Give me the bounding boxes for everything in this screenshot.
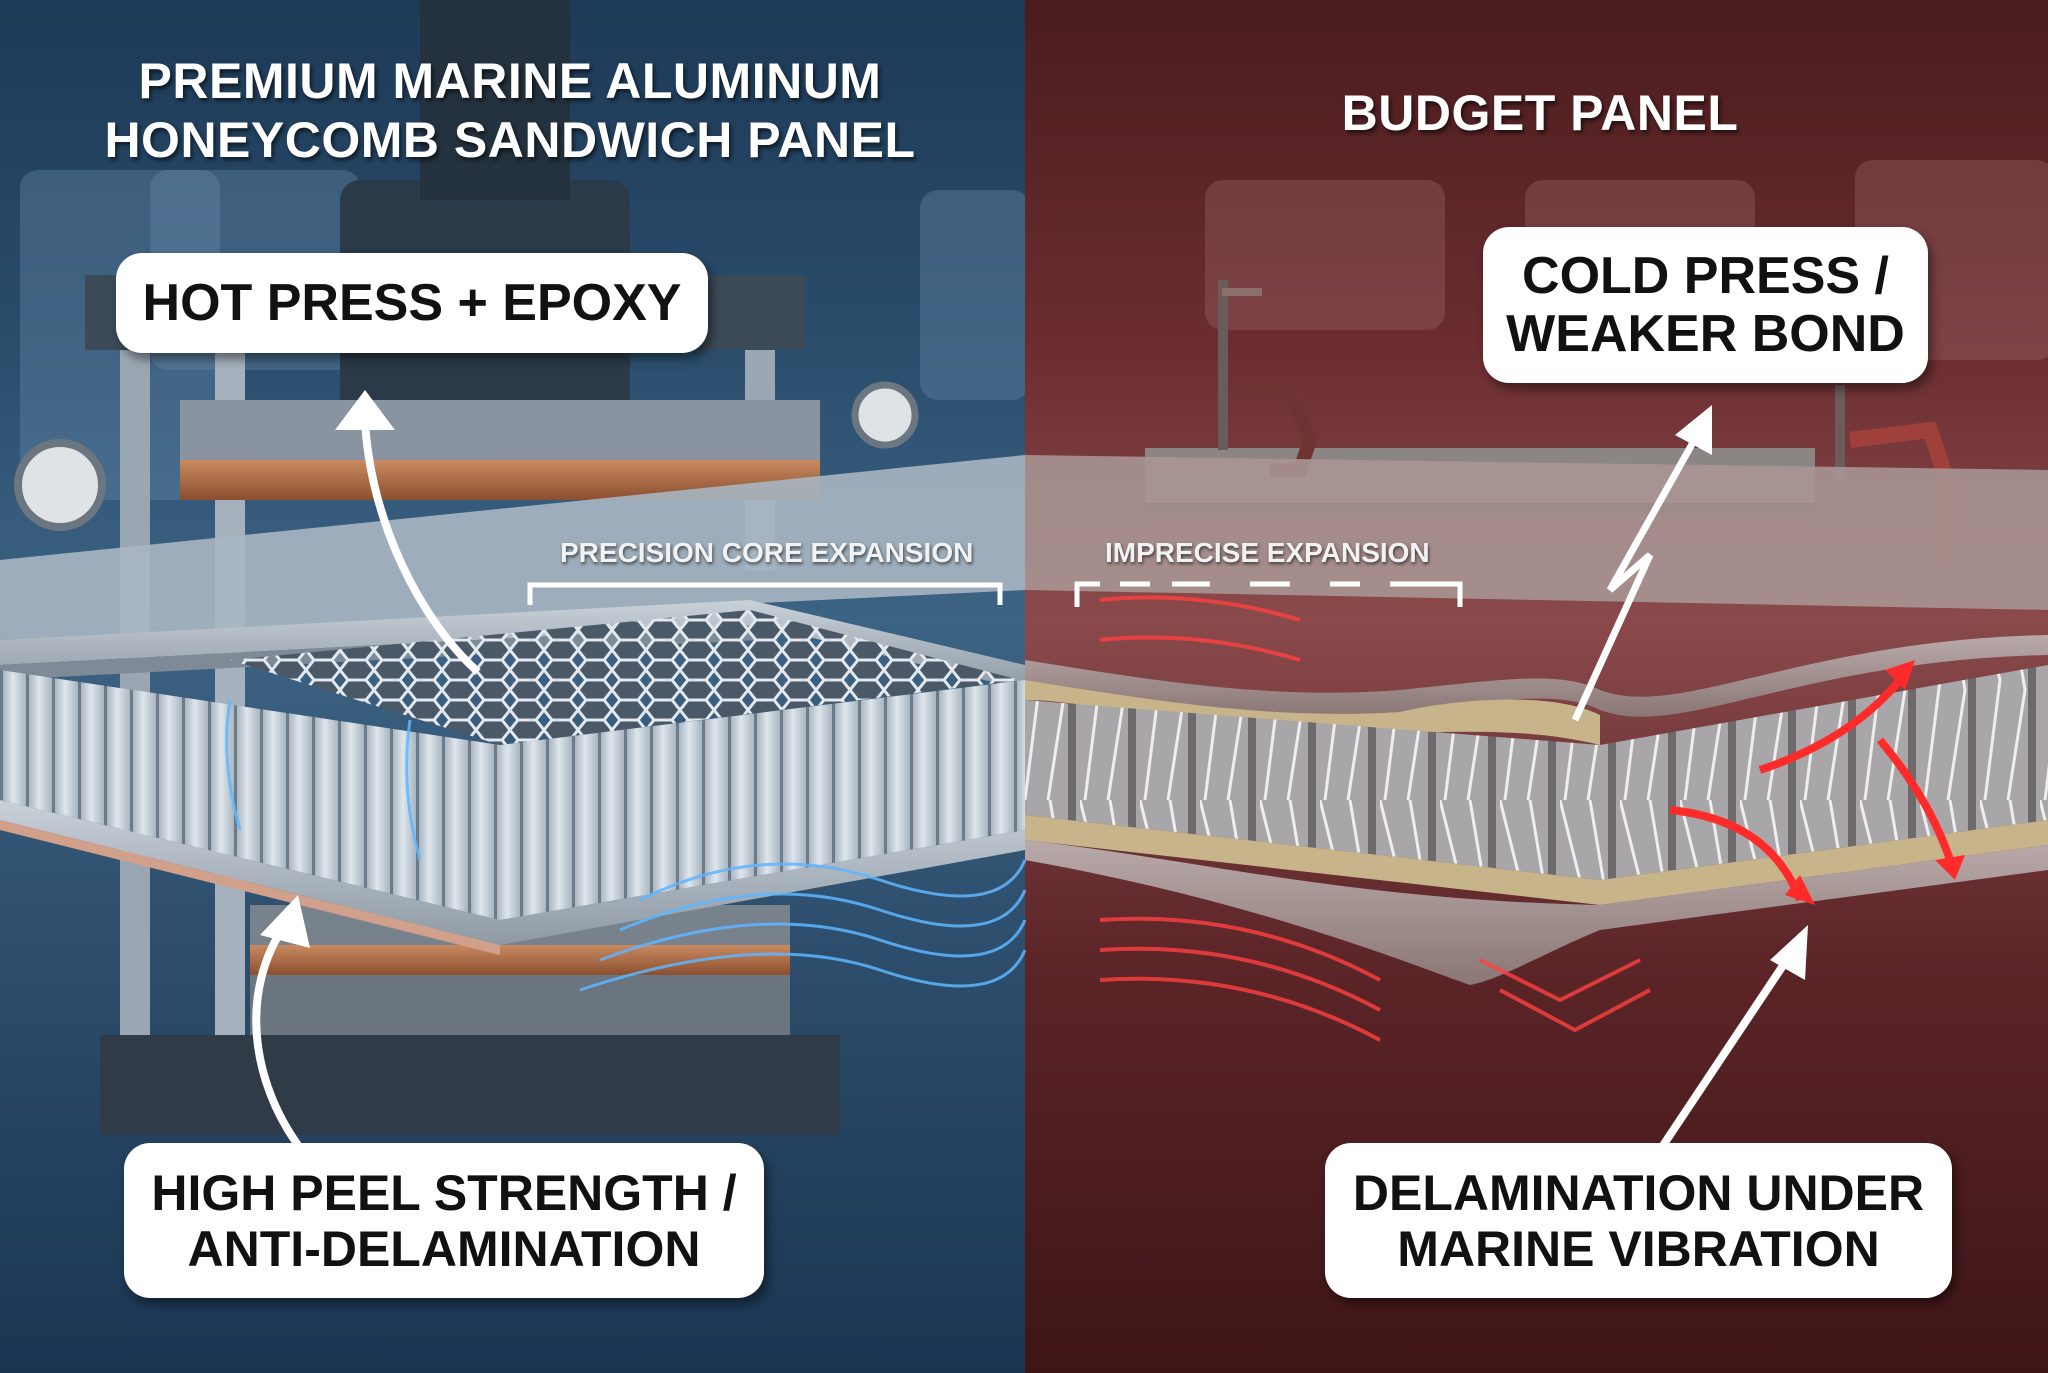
hot-press-callout: HOT PRESS + EPOXY <box>116 253 708 353</box>
pressure-gauge-icon <box>14 439 106 531</box>
peel-strength-text-line2: ANTI-DELAMINATION <box>187 1220 701 1277</box>
arrow-head-icon <box>1935 855 1965 880</box>
delamination-text-line1: DELAMINATION UNDER <box>1352 1164 1925 1221</box>
premium-title-line2: HONEYCOMB SANDWICH PANEL <box>104 112 916 168</box>
arrow-head-icon <box>1785 875 1815 905</box>
arrow-to-delamination <box>1656 952 1794 1153</box>
peel-strength-callout: HIGH PEEL STRENGTH / ANTI-DELAMINATION <box>124 1143 764 1298</box>
arrow-to-peel-strength <box>252 922 304 1151</box>
hot-press-text: HOT PRESS + EPOXY <box>142 273 682 332</box>
cold-press-callout: COLD PRESS / WEAKER BOND <box>1483 227 1928 383</box>
budget-delaminated-panel <box>1025 595 2048 1042</box>
background-window <box>920 190 1025 400</box>
precision-bracket <box>527 582 1003 605</box>
arrow-head-icon <box>1770 925 1808 980</box>
stress-arrows-red <box>1669 677 1954 902</box>
arrow-to-hot-press <box>361 419 481 675</box>
premium-title: PREMIUM MARINE ALUMINUM HONEYCOMB SANDWI… <box>50 52 970 170</box>
delamination-text-line2: MARINE VIBRATION <box>1397 1220 1880 1277</box>
precision-expansion-label: PRECISION CORE EXPANSION <box>560 537 974 568</box>
peel-strength-text-line1: HIGH PEEL STRENGTH / <box>151 1164 737 1221</box>
premium-title-line1: PREMIUM MARINE ALUMINUM <box>138 53 882 109</box>
arrow-to-cold-press <box>1571 428 1704 722</box>
arrow-head-icon <box>260 895 310 948</box>
imprecise-expansion-label: IMPRECISE EXPANSION <box>1105 537 1430 568</box>
cold-press-text-line2: WEAKER BOND <box>1506 305 1905 363</box>
arrow-head-icon <box>1885 660 1915 690</box>
pressure-gauge-icon <box>851 381 919 449</box>
budget-title: BUDGET PANEL <box>1341 85 1739 141</box>
background-window <box>1205 180 1445 330</box>
cold-press-text-line1: COLD PRESS / <box>1522 246 1889 305</box>
imprecise-bracket <box>1074 581 1463 607</box>
premium-honeycomb-panel <box>0 600 1027 992</box>
vibration-waves-blue <box>225 699 1027 992</box>
arrow-head-icon <box>1675 405 1712 455</box>
arrow-head-icon <box>335 390 395 430</box>
vibration-waves-red <box>1099 595 1651 1042</box>
delamination-callout: DELAMINATION UNDER MARINE VIBRATION <box>1325 1143 1952 1298</box>
